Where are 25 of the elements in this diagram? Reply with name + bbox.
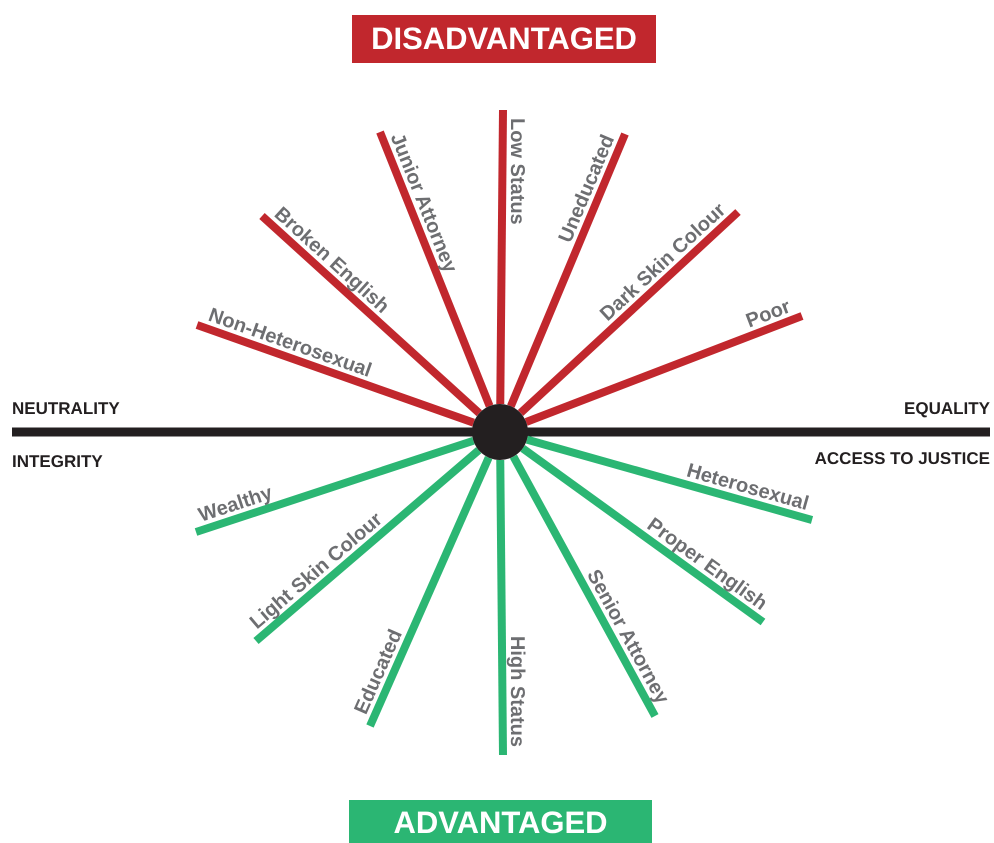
spoke-line <box>253 447 482 644</box>
spoke-label: Low Status <box>506 118 528 225</box>
spoke-line <box>526 436 814 524</box>
spoke-line <box>259 213 482 416</box>
spoke-line <box>366 456 492 728</box>
spoke-label: High Status <box>506 636 528 747</box>
spoke-line <box>196 321 475 426</box>
heading-banner: DISADVANTAGED <box>352 15 656 63</box>
spoke-label: Poor <box>743 296 794 332</box>
spoke-line <box>510 454 659 718</box>
spoke-line <box>520 445 766 626</box>
axis-label: ACCESS TO JUSTICE <box>814 449 990 469</box>
axis-label: EQUALITY <box>904 399 990 419</box>
spoke-line <box>376 130 494 408</box>
spoke-line <box>496 460 507 756</box>
spoke-label: Wealthy <box>196 482 276 527</box>
spoke-line <box>524 312 804 426</box>
spoke-line <box>518 209 741 416</box>
hub-circle <box>472 404 528 460</box>
spoke-line <box>496 110 507 404</box>
heading-banner: ADVANTAGED <box>349 800 652 843</box>
spoke-line <box>507 132 629 408</box>
axis-label: NEUTRALITY <box>12 399 120 419</box>
spoke-line <box>194 436 475 536</box>
axis-label: INTEGRITY <box>12 452 103 472</box>
